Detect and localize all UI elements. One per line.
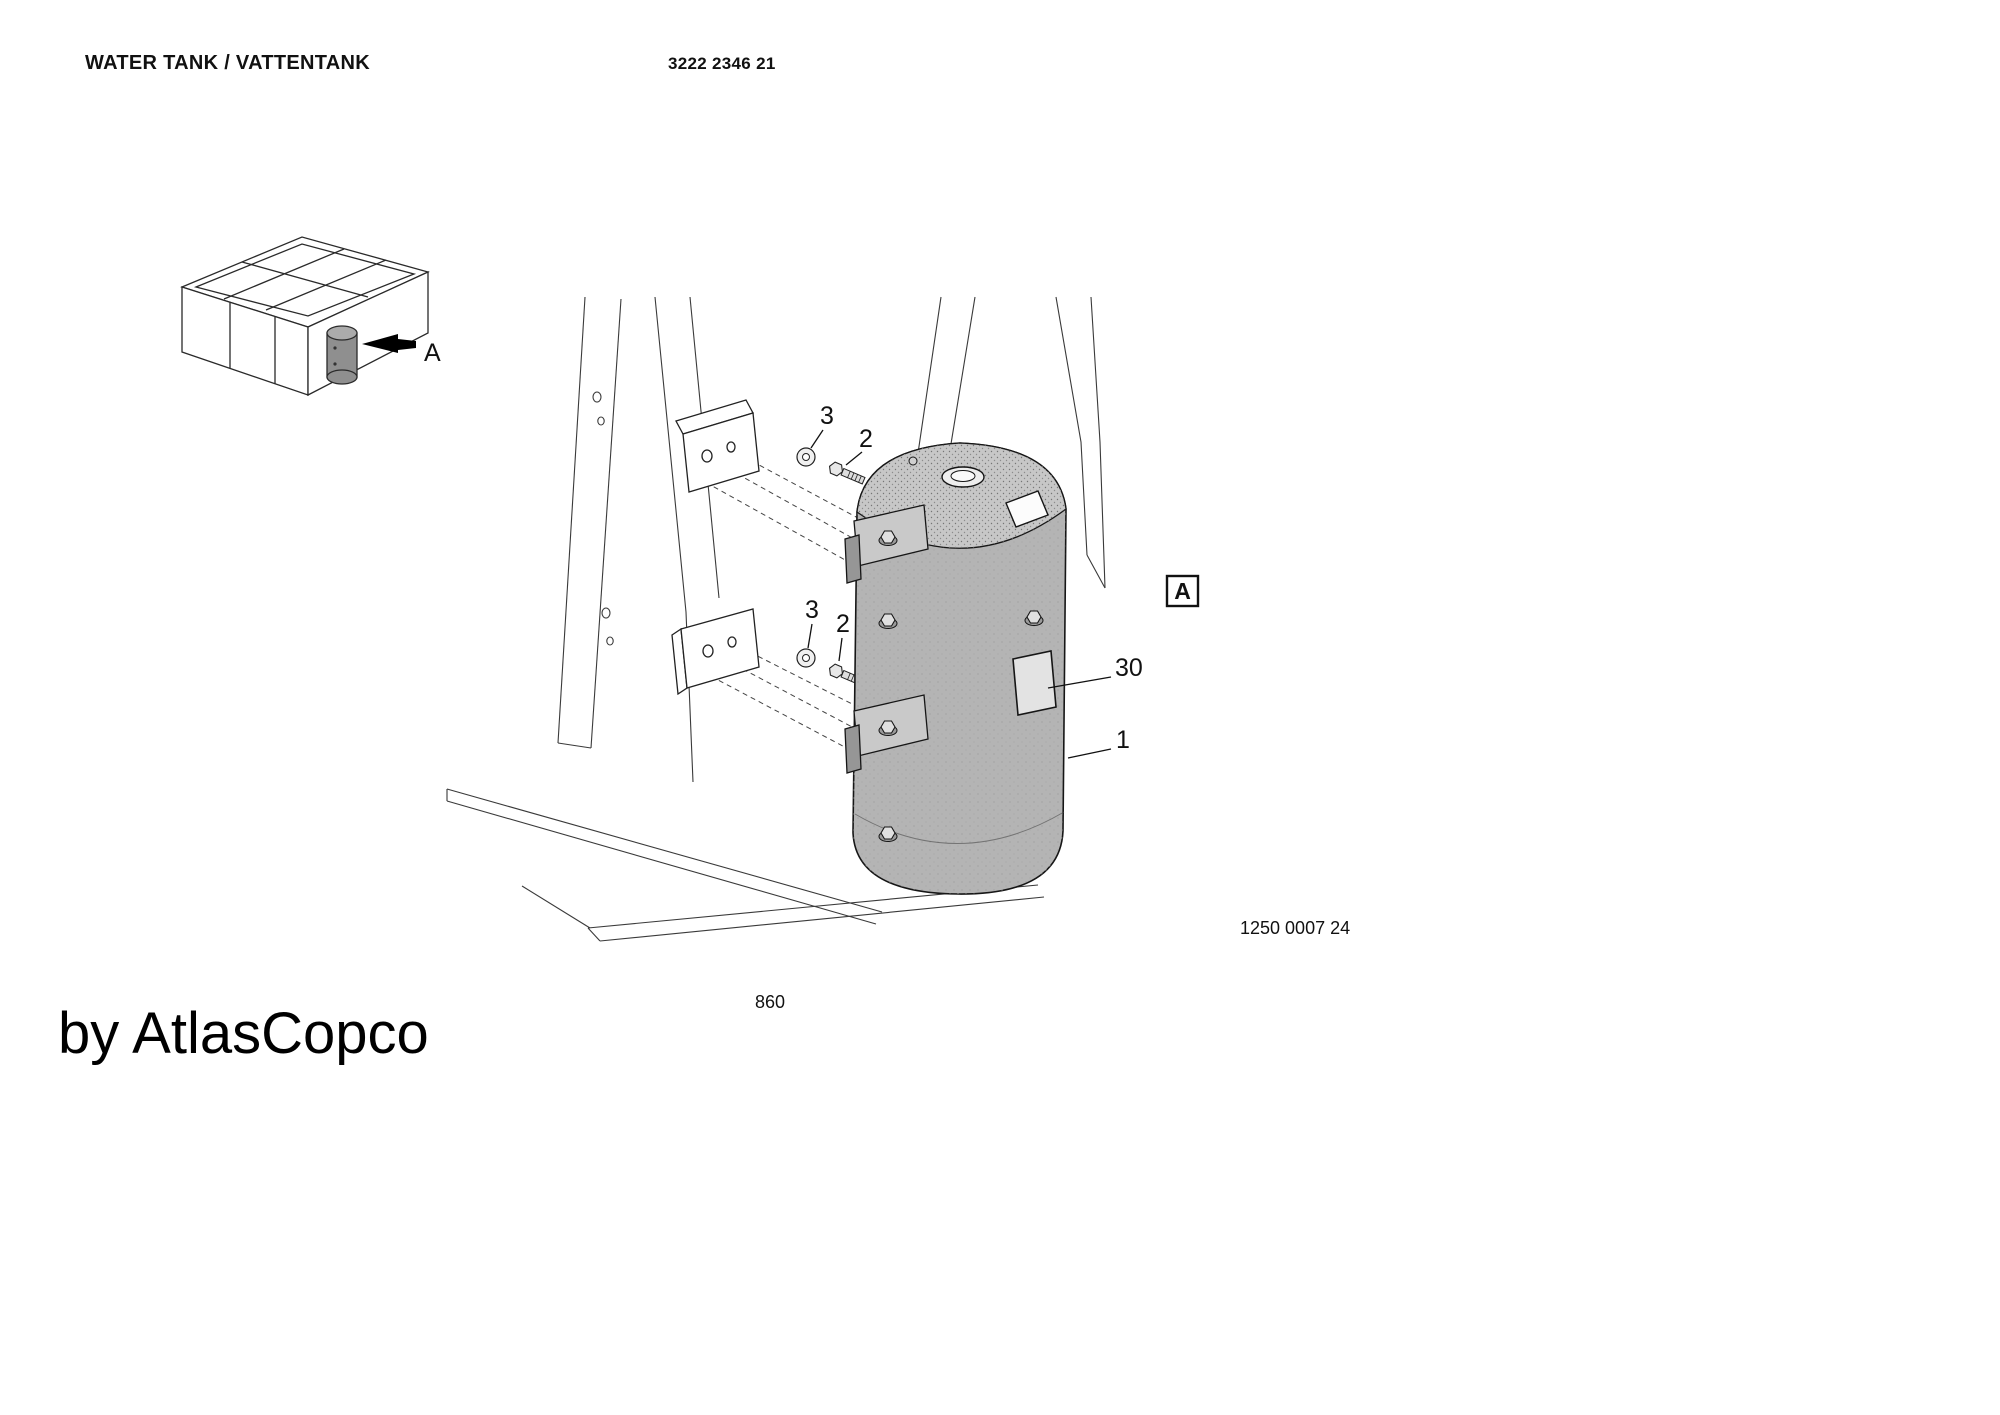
detail-box-a: A (1165, 574, 1200, 608)
frame-structure (446, 296, 1106, 942)
reference-number: 1250 0007 24 (1240, 918, 1351, 938)
callout-3-lower: 3 (805, 596, 819, 624)
callout-1: 1 (1116, 726, 1130, 754)
callout-30: 30 (1115, 654, 1143, 682)
frame-bracket-upper (675, 399, 760, 493)
callout-2-lower: 2 (836, 610, 850, 638)
machine-thumbnail: A (180, 236, 441, 397)
thumbnail-detail-label: A (424, 339, 441, 367)
detail-box-a-label: A (1174, 578, 1191, 604)
washer-lower (796, 648, 816, 668)
water-tank (844, 442, 1067, 895)
page-number: 860 (755, 992, 786, 1012)
vent-hole (908, 456, 918, 466)
callout-3-upper: 3 (820, 402, 834, 430)
thumbnail-water-tank (326, 325, 358, 385)
detail-arrow-icon (362, 334, 416, 353)
washer-upper (796, 447, 816, 467)
filler-cap (941, 466, 985, 488)
callout-leader-lines (807, 429, 1112, 759)
frame-bracket-lower (671, 608, 760, 696)
assembly-dashed-lines (697, 443, 859, 754)
callout-2-upper: 2 (859, 425, 873, 453)
doc-number: 3222 2346 21 (668, 54, 776, 73)
top-marker-plate (1005, 490, 1049, 528)
watermark-byline: by AtlasCopco (58, 1001, 429, 1066)
data-plate-30 (1012, 650, 1057, 716)
page-title: WATER TANK / VATTENTANK (85, 52, 371, 74)
bolt-upper (828, 461, 866, 485)
